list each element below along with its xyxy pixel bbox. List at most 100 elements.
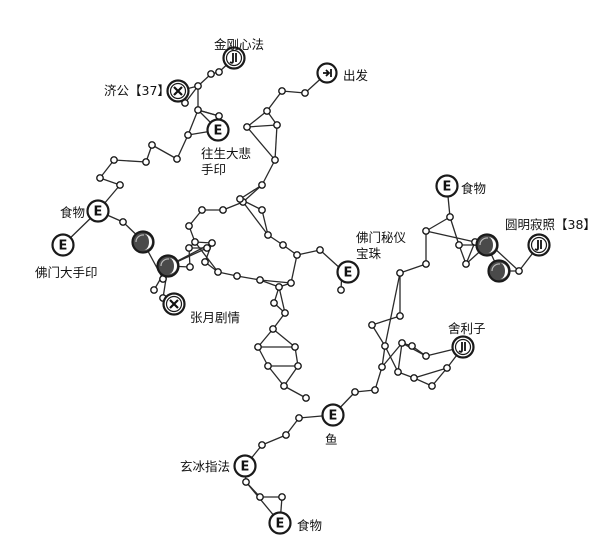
waypoint-node[interactable] (371, 386, 379, 394)
waypoint-node[interactable] (408, 342, 416, 350)
waypoint-node[interactable] (287, 279, 295, 287)
waypoint-node[interactable] (110, 156, 118, 164)
event-marker[interactable]: E (233, 454, 257, 478)
event-e-icon: E (214, 124, 223, 139)
waypoint-node[interactable] (215, 112, 223, 120)
waypoint-node[interactable] (278, 87, 286, 95)
waypoint-node[interactable] (263, 107, 271, 115)
waypoint-node[interactable] (185, 222, 193, 230)
waypoint-node[interactable] (279, 241, 287, 249)
waypoint-node[interactable] (148, 141, 156, 149)
dark-shop-marker[interactable] (475, 233, 499, 257)
waypoint-node[interactable] (233, 272, 241, 280)
waypoint-node[interactable] (396, 312, 404, 320)
waypoint-node[interactable] (243, 123, 251, 131)
waypoint-node[interactable] (256, 493, 264, 501)
waypoint-node[interactable] (186, 263, 194, 271)
waypoint-node[interactable] (184, 131, 192, 139)
waypoint-node[interactable] (214, 268, 222, 276)
event-marker[interactable]: E (435, 174, 459, 198)
waypoint-node[interactable] (293, 251, 301, 259)
waypoint-node[interactable] (264, 231, 272, 239)
waypoint-node[interactable] (142, 158, 150, 166)
half-moon-icon (144, 234, 152, 250)
waypoint-node[interactable] (194, 106, 202, 114)
waypoint-node[interactable] (203, 244, 211, 252)
waypoint-node[interactable] (198, 206, 206, 214)
waypoint-node[interactable] (254, 343, 262, 351)
waypoint-node[interactable] (173, 155, 181, 163)
waypoint-node[interactable] (378, 363, 386, 371)
waypoint-node[interactable] (294, 362, 302, 370)
waypoint-node[interactable] (302, 394, 310, 402)
waypoint-node[interactable] (256, 276, 264, 284)
waypoint-node[interactable] (422, 227, 430, 235)
waypoint-node[interactable] (236, 195, 244, 203)
waypoint-node[interactable] (337, 286, 345, 294)
event-marker[interactable]: E (268, 511, 292, 535)
battle-marker[interactable] (166, 79, 190, 103)
waypoint-node[interactable] (270, 299, 278, 307)
waypoint-node[interactable] (280, 382, 288, 390)
waypoint-node[interactable] (410, 374, 418, 382)
half-moon-icon (488, 237, 496, 253)
waypoint-node[interactable] (291, 343, 299, 351)
waypoint-node[interactable] (301, 89, 309, 97)
waypoint-node[interactable] (150, 286, 158, 294)
dark-shop-marker[interactable] (156, 254, 180, 278)
waypoint-node[interactable] (258, 181, 266, 189)
waypoint-node[interactable] (185, 244, 193, 252)
skill-scroll-marker[interactable] (222, 46, 246, 70)
waypoint-node[interactable] (282, 431, 290, 439)
waypoint-node[interactable] (295, 414, 303, 422)
waypoint-node[interactable] (242, 478, 250, 486)
waypoint-node[interactable] (394, 368, 402, 376)
waypoint-node[interactable] (258, 441, 266, 449)
waypoint-node[interactable] (446, 213, 454, 221)
waypoint-node[interactable] (281, 309, 289, 317)
waypoint-node[interactable] (455, 241, 463, 249)
waypoint-node[interactable] (278, 493, 286, 501)
waypoint-node[interactable] (422, 352, 430, 360)
waypoint-node[interactable] (396, 269, 404, 277)
event-marker[interactable]: E (336, 260, 360, 284)
start-marker[interactable] (316, 62, 338, 84)
waypoint-node[interactable] (116, 181, 124, 189)
waypoint-node[interactable] (207, 70, 215, 78)
waypoint-node[interactable] (443, 364, 451, 372)
waypoint-node[interactable] (351, 388, 359, 396)
waypoint-node[interactable] (119, 218, 127, 226)
event-marker[interactable]: E (321, 403, 345, 427)
waypoint-node[interactable] (258, 206, 266, 214)
waypoint-node[interactable] (422, 260, 430, 268)
waypoint-node[interactable] (462, 260, 470, 268)
exit-icon (323, 69, 332, 77)
event-marker[interactable]: E (206, 118, 230, 142)
waypoint-node[interactable] (208, 239, 216, 247)
dark-shop-marker[interactable] (487, 259, 511, 283)
waypoint-node[interactable] (515, 267, 523, 275)
waypoint-node[interactable] (264, 362, 272, 370)
waypoint-node[interactable] (368, 321, 376, 329)
waypoint-node[interactable] (428, 382, 436, 390)
waypoint-node[interactable] (201, 258, 209, 266)
battle-marker[interactable] (162, 292, 186, 316)
waypoint-node[interactable] (194, 82, 202, 90)
waypoint-node[interactable] (191, 238, 199, 246)
waypoint-node[interactable] (219, 206, 227, 214)
waypoint-node[interactable] (398, 339, 406, 347)
skill-scroll-marker[interactable] (451, 335, 475, 359)
waypoint-node[interactable] (273, 121, 281, 129)
skill-scroll-marker[interactable] (527, 233, 551, 257)
waypoint-node[interactable] (269, 325, 277, 333)
waypoint-node[interactable] (271, 156, 279, 164)
waypoint-node[interactable] (275, 283, 283, 291)
waypoint-node[interactable] (215, 68, 223, 76)
path-segment (399, 263, 427, 274)
waypoint-node[interactable] (381, 342, 389, 350)
event-marker[interactable]: E (86, 199, 110, 223)
dark-shop-marker[interactable] (131, 230, 155, 254)
waypoint-node[interactable] (96, 174, 104, 182)
waypoint-node[interactable] (316, 246, 324, 254)
event-marker[interactable]: E (51, 233, 75, 257)
